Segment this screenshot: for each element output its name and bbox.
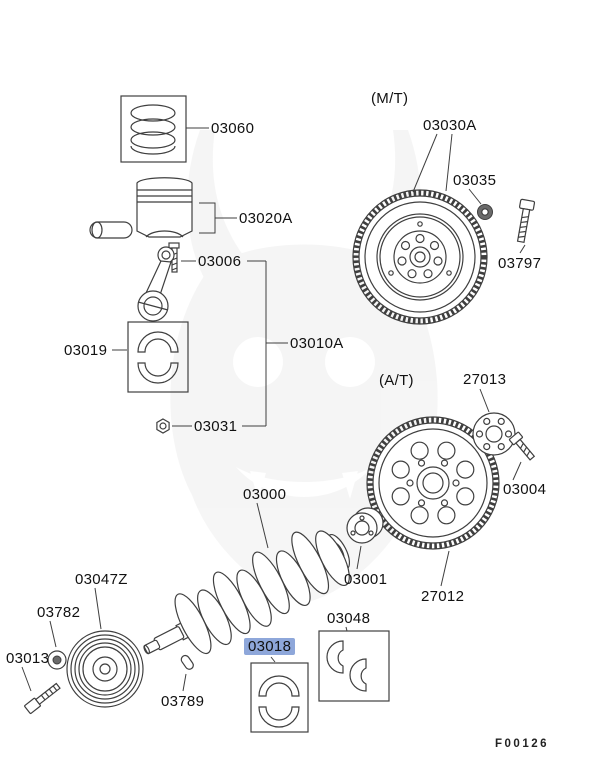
adapter-plate-drawing — [472, 412, 516, 456]
variant-label-mt: (M/T) — [371, 90, 409, 107]
part-label-03048[interactable]: 03048 — [327, 610, 371, 627]
pulley-bolt-drawing — [24, 682, 61, 714]
part-label-03013[interactable]: 03013 — [6, 650, 50, 667]
part-label-03031[interactable]: 03031 — [194, 418, 238, 435]
variant-label-at: (A/T) — [379, 372, 414, 389]
part-label-03797[interactable]: 03797 — [498, 255, 542, 272]
rod-bearing-drawing — [127, 321, 189, 393]
flywheel-bolt-drawing — [516, 198, 536, 243]
part-label-03030A[interactable]: 03030A — [423, 117, 477, 134]
main-bearing-drawing — [250, 662, 309, 733]
driveplate-drawing — [366, 416, 500, 550]
thrust-washer-drawing — [318, 630, 390, 702]
part-label-03782[interactable]: 03782 — [37, 604, 81, 621]
flywheel-drawing — [352, 189, 488, 325]
piston-rings-drawing — [120, 95, 187, 163]
pilot-bushing-drawing — [477, 204, 493, 220]
adapter-bolt-drawing — [508, 431, 536, 461]
part-label-03000[interactable]: 03000 — [243, 486, 287, 503]
part-label-03010A[interactable]: 03010A — [290, 335, 344, 352]
part-label-27012[interactable]: 27012 — [421, 588, 465, 605]
part-label-03035[interactable]: 03035 — [453, 172, 497, 189]
crank-key-drawing — [180, 654, 194, 670]
figure-code: F00126 — [495, 738, 550, 750]
rod-nut-drawing — [156, 418, 170, 434]
part-label-03004[interactable]: 03004 — [503, 481, 547, 498]
part-label-03060[interactable]: 03060 — [211, 120, 255, 137]
part-label-03789[interactable]: 03789 — [161, 693, 205, 710]
part-label-27013[interactable]: 27013 — [463, 371, 507, 388]
pulley-washer-drawing — [47, 650, 67, 670]
crank-spacer-drawing — [346, 507, 384, 544]
part-label-03001[interactable]: 03001 — [344, 571, 388, 588]
part-label-03018[interactable]: 03018 — [244, 638, 296, 655]
crank-pulley-drawing — [66, 630, 144, 708]
part-label-03019[interactable]: 03019 — [64, 342, 108, 359]
part-label-03020A[interactable]: 03020A — [239, 210, 293, 227]
connecting-rod-drawing — [137, 246, 175, 322]
part-label-03047Z[interactable]: 03047Z — [75, 571, 128, 588]
piston-drawing — [89, 177, 193, 239]
leader-lines — [21, 127, 526, 692]
part-label-03006[interactable]: 03006 — [198, 253, 242, 270]
crankshaft-drawing — [143, 530, 351, 655]
